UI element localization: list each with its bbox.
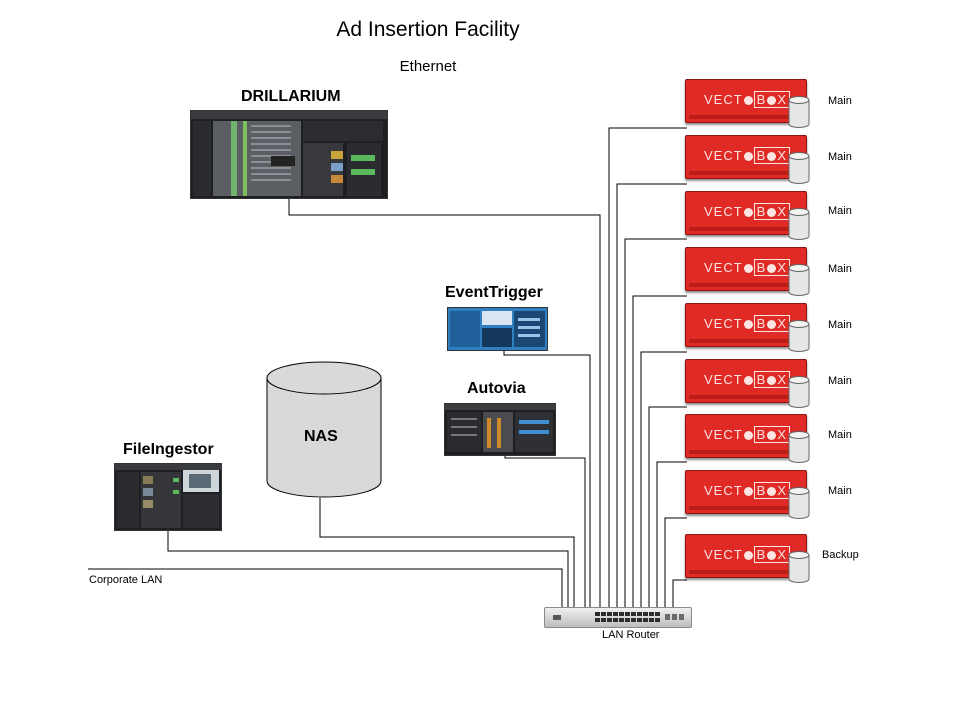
nas-label: NAS — [304, 428, 338, 445]
wire-vectorbox-9 — [672, 579, 687, 612]
wire-nas — [319, 498, 575, 612]
disk-icon — [788, 487, 810, 519]
wire-vectorbox-4 — [632, 295, 687, 612]
disk-icon — [788, 208, 810, 240]
autovia-screenshot — [444, 403, 556, 456]
vectorbox-role-label: Main — [828, 429, 852, 441]
wire-vectorbox-3 — [624, 238, 687, 612]
vectorbox-role-label: Main — [828, 375, 852, 387]
page-subtitle: Ethernet — [399, 58, 457, 75]
vectorbox-role-label: Main — [828, 319, 852, 331]
autovia-label: Autovia — [467, 380, 526, 397]
wire-vectorbox-6 — [648, 406, 687, 612]
wire-vectorbox-1 — [608, 127, 687, 612]
disk-icon — [788, 431, 810, 463]
wire-vectorbox-5 — [640, 351, 687, 612]
wire-corporate-lan — [88, 568, 563, 612]
disk-icon — [788, 551, 810, 583]
vectorbox-role-label: Main — [828, 485, 852, 497]
wire-eventtrigger — [503, 350, 591, 612]
fileingestor-label: FileIngestor — [123, 441, 214, 458]
wire-fileingestor — [167, 530, 569, 612]
lan-router — [544, 607, 692, 628]
vectorbox-role-label: Main — [828, 263, 852, 275]
eventtrigger-label: EventTrigger — [445, 284, 543, 301]
vectorbox-role-label: Main — [828, 95, 852, 107]
eventtrigger-screenshot — [447, 307, 548, 351]
wire-vectorbox-2 — [616, 183, 687, 612]
wire-autovia — [504, 455, 586, 612]
page-title: Ad Insertion Facility — [336, 18, 520, 41]
wire-drillarium — [288, 198, 601, 612]
lan-router-label: LAN Router — [602, 629, 660, 641]
vectorbox-role-label: Backup — [822, 549, 859, 561]
wire-vectorbox-8 — [664, 517, 687, 612]
nas-cylinder — [266, 361, 382, 498]
disk-icon — [788, 96, 810, 128]
disk-icon — [788, 320, 810, 352]
disk-icon — [788, 376, 810, 408]
fileingestor-screenshot — [114, 463, 222, 531]
vectorbox-role-label: Main — [828, 205, 852, 217]
disk-icon — [788, 264, 810, 296]
corporate-lan-label: Corporate LAN — [89, 574, 163, 586]
drillarium-screenshot — [190, 110, 388, 199]
drillarium-label: DRILLARIUM — [241, 88, 341, 105]
wire-vectorbox-7 — [656, 461, 687, 612]
vectorbox-role-label: Main — [828, 151, 852, 163]
disk-icon — [788, 152, 810, 184]
